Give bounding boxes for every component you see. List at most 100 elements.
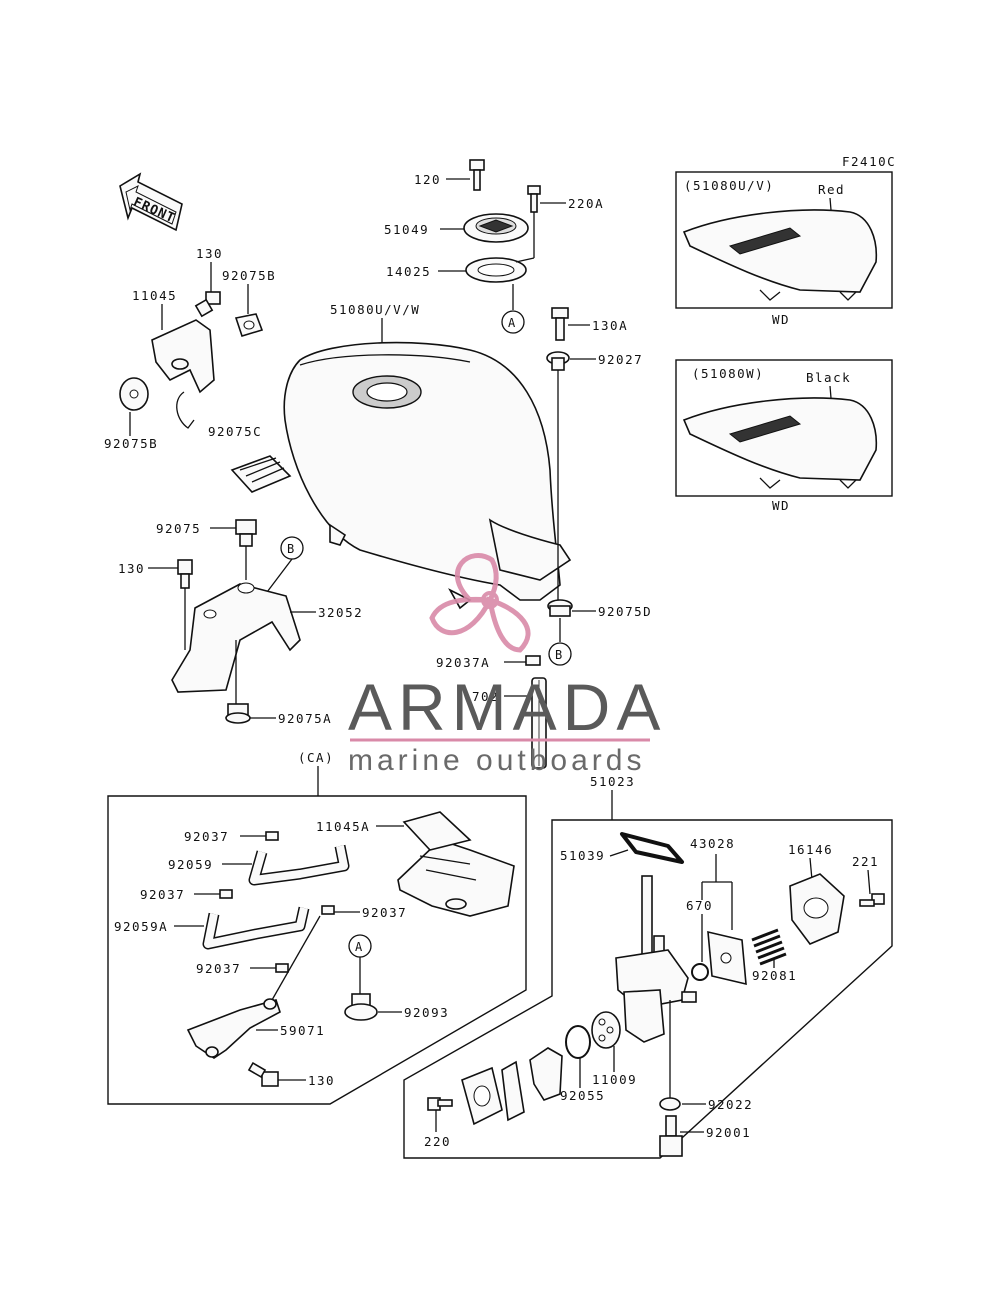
- callout-b-right: B: [548, 642, 572, 666]
- bolt-130-mid: [177, 559, 193, 589]
- label-43028: 43028: [690, 836, 735, 851]
- label-92075c: 92075C: [208, 424, 262, 439]
- label-92037-4: 92037: [196, 961, 241, 976]
- gasket-14025: [465, 257, 527, 283]
- label-ca: (CA): [298, 750, 334, 765]
- front-arrow: FRONT: [119, 172, 183, 232]
- hose-702: [531, 677, 547, 769]
- clip-92037a: [525, 655, 541, 666]
- hose-92059: [248, 844, 350, 886]
- label-92075b-top: 92075B: [222, 268, 276, 283]
- label-221: 221: [852, 854, 879, 869]
- label-92093: 92093: [404, 1005, 449, 1020]
- label-130-bottom: 130: [308, 1073, 335, 1088]
- figure-code: F2410C: [842, 154, 896, 169]
- watermark-brand: ARMADA: [348, 670, 666, 744]
- damper-92075a: [225, 703, 251, 724]
- label-130-mid: 130: [118, 561, 145, 576]
- label-92037-1: 92037: [184, 829, 229, 844]
- callout-a-top: A: [501, 310, 525, 334]
- damper-92093: [344, 993, 378, 1021]
- label-92037-3: 92037: [362, 905, 407, 920]
- fuel-cock-body: [615, 875, 697, 1043]
- bracket-11045a: [397, 811, 515, 917]
- label-11045a: 11045A: [316, 819, 370, 834]
- o-ring-92055: [565, 1025, 591, 1059]
- bracket-59071: [186, 998, 281, 1059]
- damper-92075b-top: [234, 313, 264, 337]
- label-92075: 92075: [156, 521, 201, 536]
- label-14025: 14025: [386, 264, 431, 279]
- damper-92075: [235, 519, 257, 547]
- diaphragm-43028: [707, 930, 747, 986]
- label-51049: 51049: [384, 222, 429, 237]
- label-51039: 51039: [560, 848, 605, 863]
- label-92075d: 92075D: [598, 604, 652, 619]
- label-32052: 32052: [318, 605, 363, 620]
- label-16146: 16146: [788, 842, 833, 857]
- bolt-92001: [659, 1115, 683, 1157]
- svg-text:B: B: [287, 542, 294, 556]
- label-51023: 51023: [590, 774, 635, 789]
- o-ring-670: [691, 963, 709, 981]
- armada-logo: [429, 553, 531, 653]
- callout-b-left: B: [280, 536, 304, 560]
- bolt-130-bottom: [247, 1061, 279, 1087]
- label-220: 220: [424, 1134, 451, 1149]
- label-702: 702: [472, 689, 499, 704]
- inset-black-tank: (51080W) Black WD: [675, 359, 893, 513]
- label-51080uvw: 51080U/V/W: [330, 302, 420, 317]
- plate-fuel-cock: [501, 1060, 525, 1122]
- inset-black-color: Black: [806, 370, 851, 385]
- fuel-cock-frame: [403, 819, 893, 1159]
- label-92001: 92001: [706, 1125, 751, 1140]
- label-92027: 92027: [598, 352, 643, 367]
- label-670: 670: [686, 898, 713, 913]
- fuel-cap-51049: [463, 213, 529, 243]
- clip-92037-4: [275, 963, 289, 973]
- label-92081: 92081: [752, 968, 797, 983]
- label-92022: 92022: [708, 1097, 753, 1112]
- label-120: 120: [414, 172, 441, 187]
- inset-red-tank: (51080U/V) Red WD: [675, 171, 893, 327]
- label-130a: 130A: [592, 318, 628, 333]
- ca-frame: [107, 795, 527, 1105]
- bolt-130a: [551, 307, 569, 341]
- gasket-fuel-cock: [461, 1066, 503, 1126]
- bracket-32052: [171, 582, 301, 693]
- label-92037a: 92037A: [436, 655, 490, 670]
- label-92059a: 92059A: [114, 919, 168, 934]
- label-220a: 220A: [568, 196, 604, 211]
- bolt-120: [469, 159, 485, 191]
- gasket-51039: [620, 832, 684, 864]
- cover-16146: [789, 873, 845, 945]
- damper-92027: [546, 351, 570, 371]
- label-92075a: 92075A: [278, 711, 332, 726]
- inset-black-code: (51080W): [692, 366, 764, 381]
- bolt-130-top: [194, 291, 221, 318]
- spring-92081: [751, 928, 787, 966]
- hose-92059a: [202, 906, 310, 950]
- inset-red-code: (51080U/V): [684, 178, 774, 193]
- clip-92037-1: [265, 831, 279, 841]
- bracket-11045: [151, 319, 215, 429]
- label-11045: 11045: [132, 288, 177, 303]
- watermark-tagline: marine outboards: [348, 744, 645, 777]
- washer-92022: [659, 1097, 681, 1111]
- screw-221: [859, 893, 885, 907]
- callout-a-ca: A: [348, 934, 372, 958]
- label-92055: 92055: [560, 1088, 605, 1103]
- label-59071: 59071: [280, 1023, 325, 1038]
- damper-92075b-bottom: [119, 377, 149, 411]
- label-92037-2: 92037: [140, 887, 185, 902]
- screw-220a: [527, 185, 541, 213]
- fuel-tank-51080: [283, 341, 572, 610]
- inset-black-caption: WD: [772, 498, 790, 513]
- pad-92075c: [230, 455, 292, 493]
- svg-text:B: B: [555, 648, 562, 662]
- screw-220: [427, 1097, 453, 1111]
- label-92059: 92059: [168, 857, 213, 872]
- clip-92037-2: [219, 889, 233, 899]
- svg-text:A: A: [508, 316, 516, 330]
